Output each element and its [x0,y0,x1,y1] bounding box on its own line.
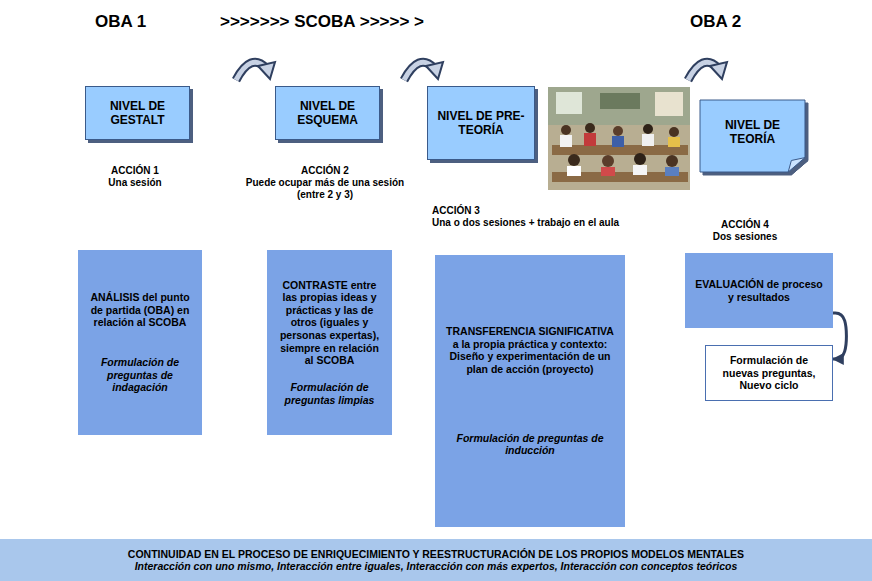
photo-person [601,167,615,176]
action-box: CONTRASTE entre las propias ideas y prác… [267,250,392,435]
node-text: CONTINUIDAD EN EL PROCESO DE ENRIQUECIMI… [6,549,866,560]
node-text: NIVEL DE PRE-TEORÍA [434,109,528,138]
node-text: ANÁLISIS del punto de partida (OBA) en r… [88,291,192,329]
photo-ground [548,87,690,190]
stage-label: OBA 2 [690,12,770,32]
node-text: Formulación de nuevas preguntas, Nuevo c… [712,354,826,392]
action-label: Puede ocupar más de una sesión (entre 2 … [240,177,410,200]
node-text: NIVEL DE GESTALT [92,99,183,128]
photo-person [584,133,596,146]
node-subtext: Formulación de preguntas de indagación [88,356,192,394]
photo-person [568,154,580,166]
document-outline [700,100,805,172]
photo-person [613,126,623,136]
document-box: NIVEL DE TEORÍA [700,100,805,172]
level-box: NIVEL DE ESQUEMA [275,86,380,140]
level-box: NIVEL DE PRE-TEORÍA [427,86,535,160]
transition-arrow [236,62,275,80]
level-box: NIVEL DE GESTALT [85,86,190,140]
node-subtext: Formulación de preguntas limpias [277,381,382,406]
action-box: TRANSFERENCIA SIGNIFICATIVA a la propia … [435,255,625,527]
arrow-head [258,62,275,79]
photo-person [643,124,653,134]
action-box: ANÁLISIS del punto de partida (OBA) en r… [78,250,202,435]
photo-window [655,92,683,116]
node-text: CONTRASTE entre las propias ideas y prác… [277,279,382,367]
photo-person [633,165,647,175]
photo-person [669,127,679,137]
action-label: Dos sesiones [685,231,805,243]
classroom-photo [548,87,690,190]
photo-person [642,134,654,146]
arrow-head [426,62,443,79]
photo-person [602,155,614,167]
photo-person [561,125,571,135]
action-label: ACCIÓN 2 [240,165,410,177]
node-text: NIVEL DE TEORÍA [708,118,797,147]
continuity-band: CONTINUIDAD EN EL PROCESO DE ENRIQUECIMI… [0,539,872,581]
stage-label: OBA 1 [95,12,175,32]
node-text: NIVEL DE ESQUEMA [282,99,373,128]
photo-wall [548,87,690,125]
photo-person [585,123,595,133]
photo-person [665,167,679,176]
arrow-head [710,62,727,79]
photo-person [634,153,646,165]
photo-person [560,135,572,147]
node-text: EVALUACIÓN de proceso y resultados [695,278,823,303]
action-label: ACCIÓN 1 [75,165,195,177]
node-text: TRANSFERENCIA SIGNIFICATIVA a la propia … [445,325,615,375]
action-label: ACCIÓN 3 [432,205,682,217]
document-fold [788,158,805,172]
photo-board [600,93,640,109]
action-label: Una o dos sesiones + trabajo en el aula [432,217,682,229]
photo-person [567,166,581,176]
node-subtext: Formulación de preguntas de inducción [445,432,615,457]
action-label: ACCIÓN 4 [685,219,805,231]
photo-person [612,136,624,147]
photo-window [556,92,582,114]
stage-label: >>>>>>> SCOBA >>>>> > [220,12,460,32]
cycle-box: Formulación de nuevas preguntas, Nuevo c… [705,345,833,401]
transition-arrow [688,62,727,80]
action-box: EVALUACIÓN de proceso y resultados [685,253,833,328]
transition-arrow [404,62,443,80]
node-subtext: Interacción con uno mismo, Interacción e… [6,561,866,572]
action-label: Una sesión [75,177,195,189]
cycle-arrow [833,313,846,359]
photo-person [668,137,680,147]
photo-person [666,155,678,167]
